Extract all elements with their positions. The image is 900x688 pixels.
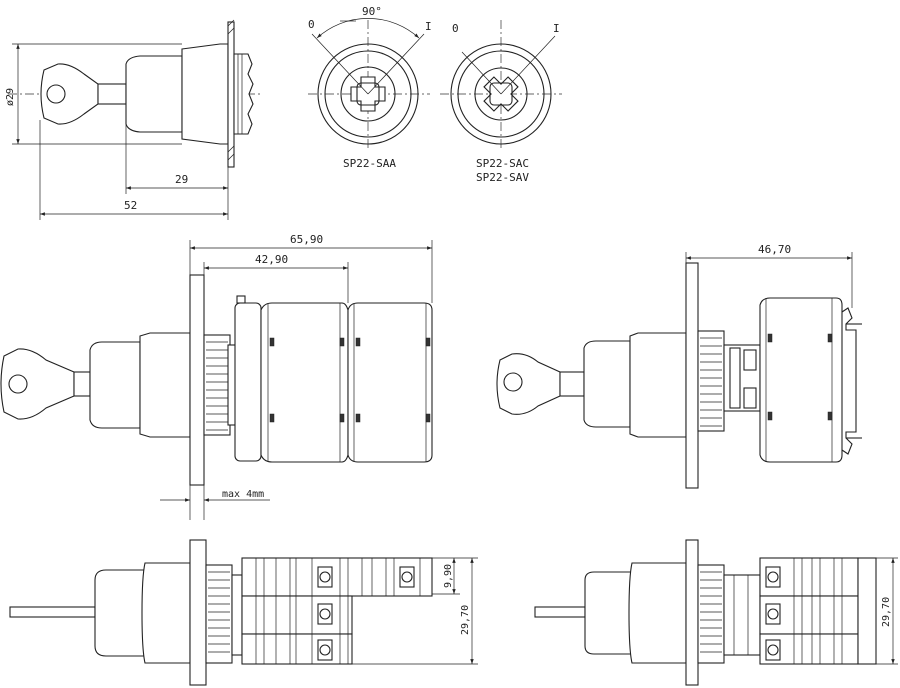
terminal-screws-right	[765, 566, 781, 661]
front-view-sac: 0 I SP22-SAC SP22-SAV	[440, 20, 562, 184]
model-sac-label: SP22-SAC	[476, 157, 529, 170]
dim-4290-label: 42,90	[255, 253, 288, 266]
bottom-right-top-view: 29,70	[534, 539, 898, 686]
terminal-screws	[317, 566, 415, 661]
middle-left-assembly: 65,90 42,90 max 4mm	[0, 233, 433, 520]
length-29-label: 29	[175, 173, 188, 186]
dim-2970-left-label: 29,70	[460, 605, 471, 635]
top-side-view: ø29 29 52	[5, 19, 262, 220]
position-I-label-b: I	[553, 22, 560, 35]
model-saa-label: SP22-SAA	[343, 157, 396, 170]
diameter-label: ø29	[5, 88, 16, 106]
middle-right-assembly: 46,70	[496, 243, 862, 489]
angle-label: 90°	[362, 5, 382, 18]
dim-2970-right-label: 29,70	[881, 597, 892, 627]
bottom-left-top-view: 9,90 29,70	[9, 539, 478, 686]
length-52-label: 52	[124, 199, 137, 212]
max-4mm-label: max 4mm	[222, 489, 264, 500]
position-0-label: 0	[308, 18, 315, 31]
front-view-saa: 90° 0 I SP22-SAA	[308, 5, 432, 170]
dim-4670-label: 46,70	[758, 243, 791, 256]
model-sav-label: SP22-SAV	[476, 171, 529, 184]
dim-6590-label: 65,90	[290, 233, 323, 246]
position-0-label-b: 0	[452, 22, 459, 35]
position-I-label: I	[425, 20, 432, 33]
dim-990-label: 9,90	[443, 564, 454, 588]
